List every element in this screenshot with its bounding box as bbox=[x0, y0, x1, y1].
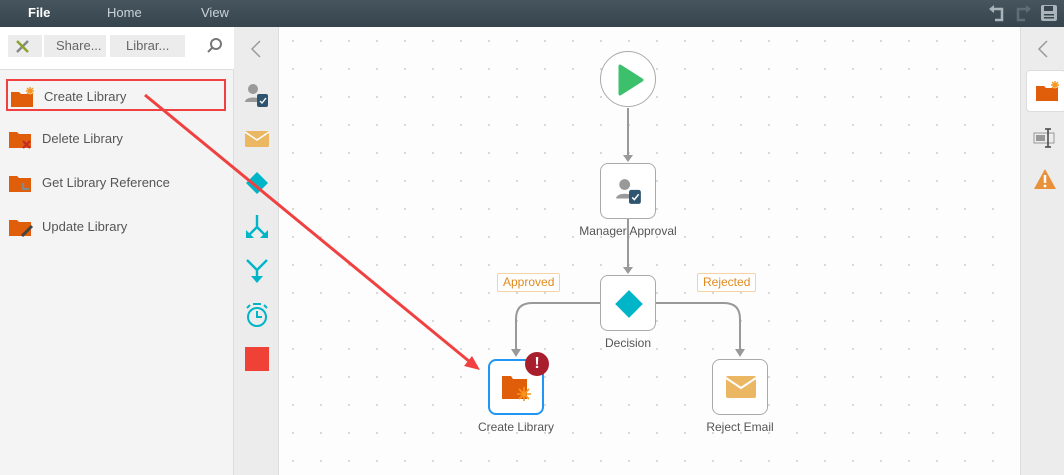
breadcrumb-item[interactable]: Librar... bbox=[110, 35, 185, 57]
node-label: Reject Email bbox=[706, 420, 774, 434]
breadcrumb-home[interactable] bbox=[8, 35, 42, 57]
start-node[interactable] bbox=[600, 51, 656, 107]
properties-panel bbox=[1020, 27, 1064, 475]
action-delete-library[interactable]: Delete Library bbox=[6, 123, 226, 155]
menu-home[interactable]: Home bbox=[107, 5, 142, 20]
action-label: Create Library bbox=[44, 89, 127, 104]
top-menu-bar: File Home View bbox=[0, 0, 1064, 27]
collapse-left-icon[interactable] bbox=[250, 39, 262, 59]
label-rename-icon[interactable] bbox=[1033, 127, 1057, 149]
folder-new-icon bbox=[1036, 81, 1059, 101]
breadcrumb-item[interactable]: Share... bbox=[44, 35, 106, 57]
action-properties-tab[interactable] bbox=[1026, 70, 1064, 112]
action-label: Delete Library bbox=[42, 131, 123, 146]
play-icon bbox=[618, 64, 644, 96]
folder-reference-icon bbox=[9, 176, 31, 192]
menu-view[interactable]: View bbox=[201, 5, 229, 20]
approval-task-icon bbox=[616, 179, 641, 204]
node-label: Decision bbox=[604, 336, 652, 350]
redo-icon[interactable] bbox=[1013, 3, 1033, 23]
folder-edit-icon bbox=[9, 220, 34, 238]
branch-label-rejected[interactable]: Rejected bbox=[697, 273, 757, 292]
action-update-library[interactable]: Update Library bbox=[6, 211, 226, 243]
action-get-library-reference[interactable]: Get Library Reference bbox=[6, 167, 226, 199]
node-decision[interactable] bbox=[600, 275, 656, 331]
error-badge[interactable]: ! bbox=[525, 352, 549, 376]
folder-new-icon bbox=[502, 376, 531, 401]
breadcrumb: Share... Librar... bbox=[0, 27, 234, 70]
menu-file[interactable]: File bbox=[28, 5, 51, 20]
folder-new-icon bbox=[11, 87, 34, 107]
action-create-library[interactable]: Create Library bbox=[6, 79, 226, 111]
folder-delete-icon bbox=[9, 132, 31, 149]
tools-icon bbox=[16, 40, 29, 53]
collapse-right-icon[interactable] bbox=[1037, 39, 1049, 59]
search-icon[interactable] bbox=[206, 37, 224, 55]
action-label: Update Library bbox=[42, 219, 128, 234]
save-icon[interactable] bbox=[1039, 3, 1059, 23]
node-label: Create Library bbox=[477, 420, 555, 434]
node-manager-approval[interactable] bbox=[600, 163, 656, 219]
email-icon bbox=[725, 376, 757, 398]
decision-icon bbox=[615, 290, 643, 318]
undo-icon[interactable] bbox=[987, 3, 1007, 23]
node-reject-email[interactable] bbox=[712, 359, 768, 415]
node-label: Manager Approval bbox=[579, 224, 677, 238]
branch-label-approved[interactable]: Approved bbox=[497, 273, 561, 292]
action-label: Get Library Reference bbox=[42, 175, 170, 190]
warning-icon[interactable] bbox=[1033, 168, 1057, 190]
